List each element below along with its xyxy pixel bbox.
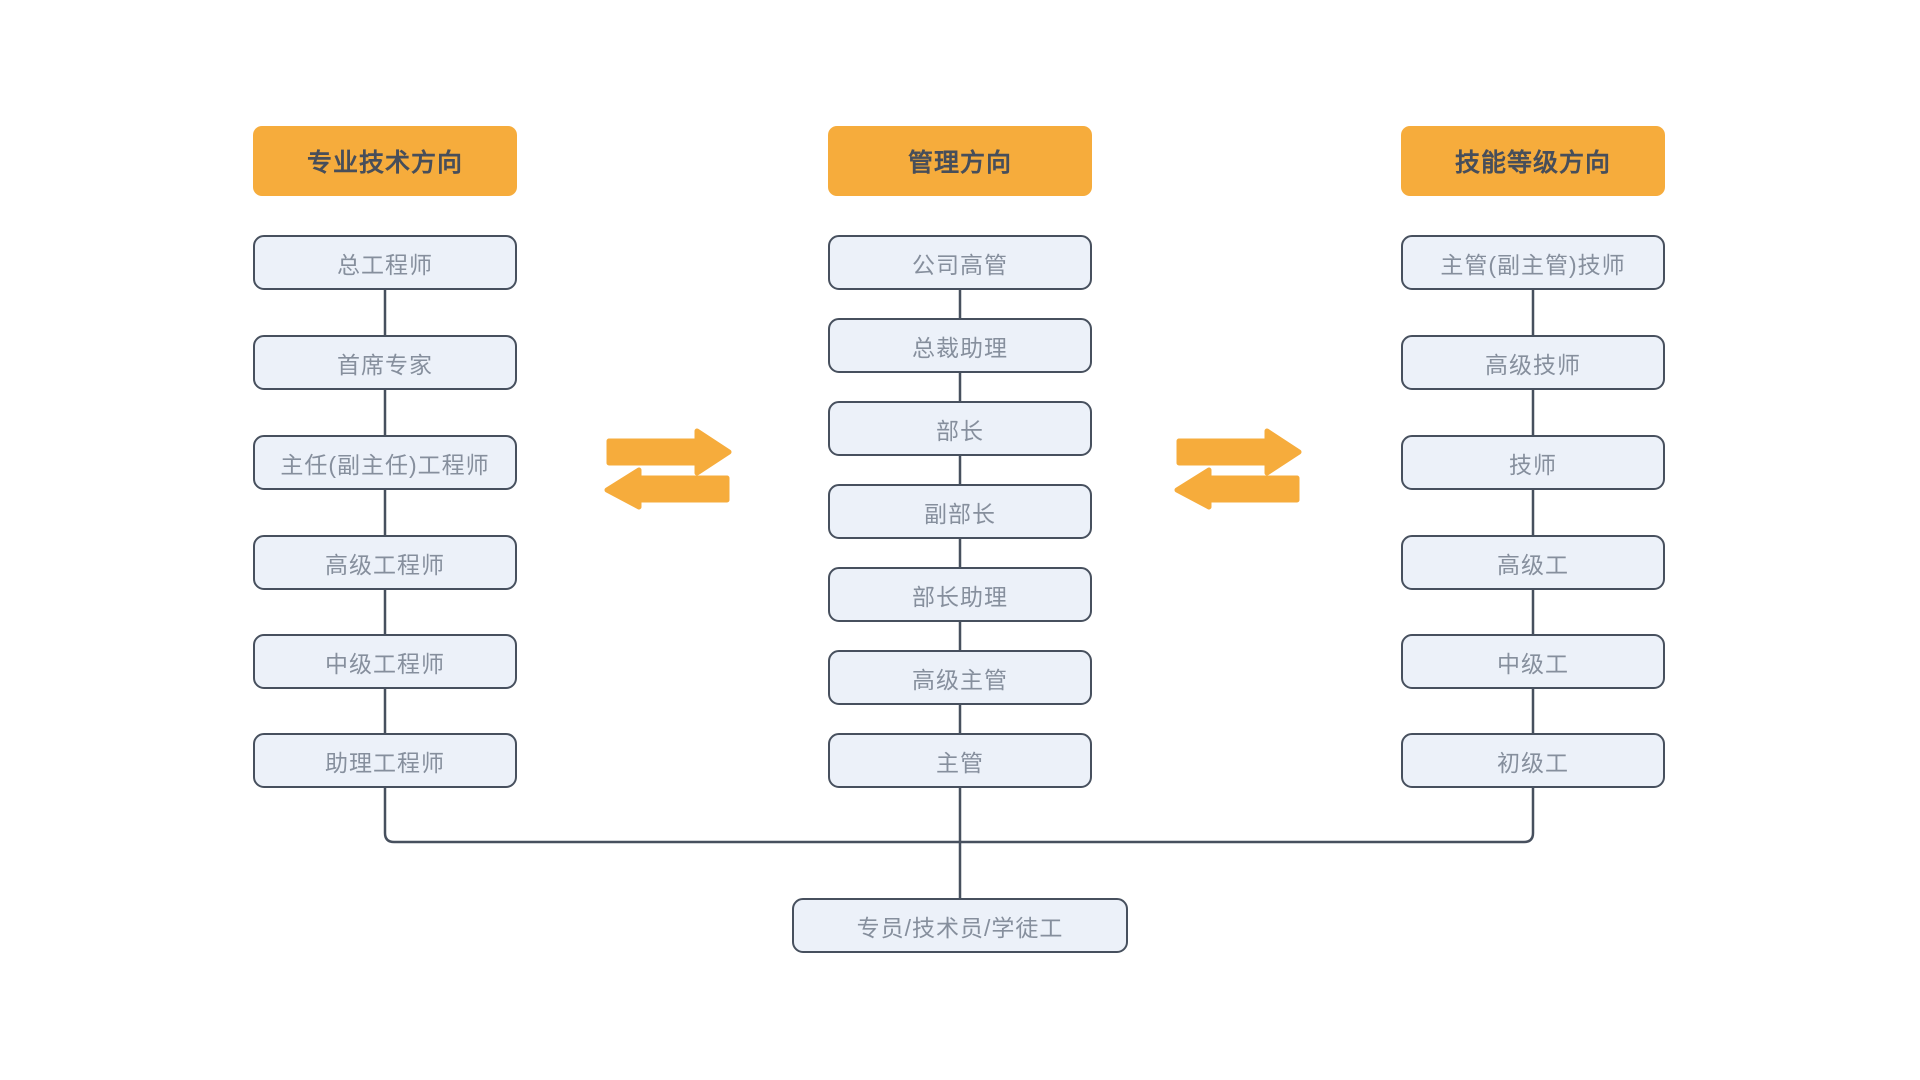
node-senior-technician: 高级技师	[1401, 335, 1665, 390]
node-deputy-head: 副部长	[828, 484, 1092, 539]
column-header-management: 管理方向	[828, 126, 1092, 196]
node-senior-engineer: 高级工程师	[253, 535, 517, 590]
node-chief-technician: 主管(副主管)技师	[1401, 235, 1665, 290]
node-chief-engineer: 总工程师	[253, 235, 517, 290]
column-header-technical: 专业技术方向	[253, 126, 517, 196]
node-director-engineer: 主任(副主任)工程师	[253, 435, 517, 490]
node-chief-expert: 首席专家	[253, 335, 517, 390]
swap-arrows-icon	[604, 428, 732, 510]
node-company-executive: 公司高管	[828, 235, 1092, 290]
node-junior-worker: 初级工	[1401, 733, 1665, 788]
node-assistant-engineer: 助理工程师	[253, 733, 517, 788]
swap-arrows-icon	[1174, 428, 1302, 510]
node-technician: 技师	[1401, 435, 1665, 490]
node-department-head: 部长	[828, 401, 1092, 456]
column-header-skill-level: 技能等级方向	[1401, 126, 1665, 196]
node-head-assistant: 部长助理	[828, 567, 1092, 622]
node-intermediate-engineer: 中级工程师	[253, 634, 517, 689]
node-senior-worker: 高级工	[1401, 535, 1665, 590]
node-supervisor: 主管	[828, 733, 1092, 788]
node-intermediate-worker: 中级工	[1401, 634, 1665, 689]
node-specialist-apprentice: 专员/技术员/学徒工	[792, 898, 1128, 953]
node-senior-supervisor: 高级主管	[828, 650, 1092, 705]
node-president-assistant: 总裁助理	[828, 318, 1092, 373]
